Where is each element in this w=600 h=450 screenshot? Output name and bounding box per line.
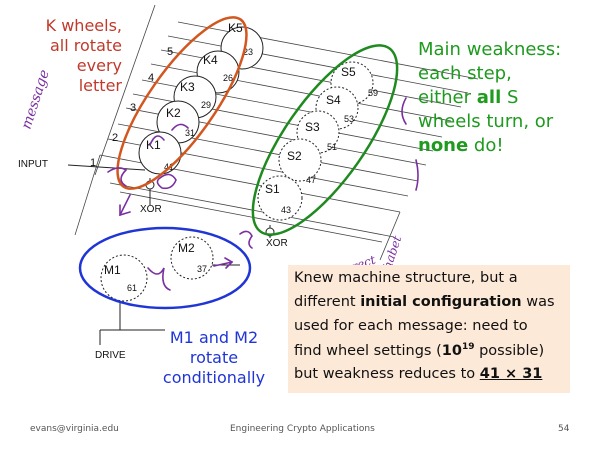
- k-note-line: K wheels,: [45, 16, 122, 35]
- wheel-s1-count: 43: [281, 205, 291, 215]
- box-line-1: Knew machine structure, but a: [294, 270, 518, 286]
- box-line-4: find wheel settings (1019 possible): [294, 342, 545, 359]
- footer-course: Engineering Crypto Applications: [230, 424, 375, 434]
- footer-email: evans@virginia.edu: [30, 424, 119, 434]
- s-note-line: either all S: [418, 87, 519, 108]
- m-note-line: rotate: [189, 348, 239, 367]
- box-line-3: used for each message: need to: [294, 318, 528, 334]
- wheel-m2-label: M2: [178, 241, 195, 255]
- drive-label: DRIVE: [95, 350, 126, 361]
- k-wheels-outline: [116, 16, 248, 190]
- wheel-k5-label: K5: [228, 21, 243, 35]
- m-wheels-outline: [78, 226, 252, 310]
- xor-label-s: XOR: [266, 238, 288, 249]
- input-label: INPUT: [18, 159, 48, 170]
- s-note-line: Main weakness:: [418, 39, 562, 60]
- wheel-k4-label: K4: [203, 53, 218, 67]
- k-note-line: letter: [78, 76, 122, 95]
- wires: [67, 164, 271, 345]
- wheel-s2-label: S2: [287, 149, 302, 163]
- wheel-k3-label: K3: [180, 80, 195, 94]
- wheel-s1-label: S1: [265, 182, 280, 196]
- footer-page-number: 54: [558, 424, 570, 434]
- k-wheels-note: K wheels, all rotate every letter: [26, 16, 122, 96]
- wheel-k4-count: 26: [223, 73, 233, 83]
- s-wheels-outline: [251, 44, 399, 236]
- s-note-line: none do!: [418, 135, 504, 156]
- wheel-s4-count: 53: [344, 114, 354, 124]
- s-wheels-note: Main weakness: each step, either all S w…: [418, 38, 561, 158]
- wheel-k2-label: K2: [166, 106, 181, 120]
- row-number-5: 5: [167, 46, 173, 58]
- row-number-2: 2: [112, 132, 118, 144]
- wheel-k2-count: 31: [185, 128, 195, 138]
- m-note-line: conditionally: [162, 368, 266, 387]
- wheel-k3-count: 29: [201, 100, 211, 110]
- wheel-s3-count: 51: [327, 142, 337, 152]
- wheel-s3-label: S3: [305, 120, 320, 134]
- row-number-4: 4: [148, 72, 154, 84]
- wheel-k1-label: K1: [146, 138, 161, 152]
- wheel-m1: M1 61: [100, 254, 148, 302]
- wheel-s2: S2 47: [278, 138, 322, 185]
- k-note-line: every: [76, 56, 122, 75]
- row-number-3: 3: [130, 102, 136, 114]
- wheel-s5: S5 59: [330, 61, 378, 105]
- wheel-m1-count: 61: [127, 283, 137, 293]
- wheel-s2-count: 47: [306, 175, 316, 185]
- box-line-5: but weakness reduces to 41 × 31: [294, 366, 543, 382]
- wheel-m2-count: 37: [197, 264, 207, 274]
- m-wheels-note: M1 and M2 rotate conditionally: [152, 328, 276, 388]
- wheel-k5-count: 23: [243, 47, 253, 57]
- k-note-line: all rotate: [50, 36, 122, 55]
- wheel-s4-label: S4: [326, 93, 341, 107]
- row-number-1: 1: [90, 157, 96, 169]
- wheel-m1-label: M1: [104, 263, 121, 277]
- m-note-line: M1 and M2: [169, 328, 259, 347]
- xor-label-k: XOR: [140, 204, 162, 215]
- s-note-line: wheels turn, or: [418, 111, 554, 132]
- wheel-s5-label: S5: [341, 65, 356, 79]
- s-note-line: each step,: [418, 63, 512, 84]
- box-line-2: different initial configuration was: [294, 294, 555, 310]
- wheel-s5-count: 59: [368, 88, 378, 98]
- explanation-box: Knew machine structure, but a different …: [288, 265, 570, 393]
